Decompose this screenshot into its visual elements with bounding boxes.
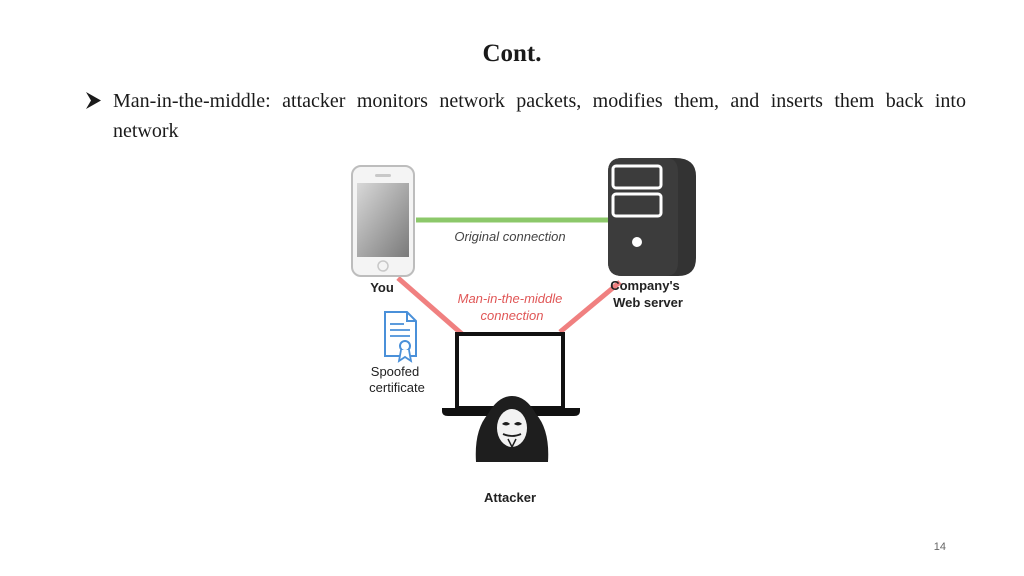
certificate-icon <box>384 311 417 363</box>
slide-title: Cont. <box>482 40 542 67</box>
mitm-line-right <box>558 280 622 334</box>
you-label: You <box>370 280 394 295</box>
arrow-bullet-icon <box>86 92 101 109</box>
mitm-label-line2: connection <box>481 308 544 323</box>
server-label-line1: Company's <box>610 278 680 293</box>
bullet-item: Man-in-the-middle: attacker monitors net… <box>84 86 966 146</box>
mitm-label-line1: Man-in-the-middle <box>458 291 563 306</box>
certificate-label-line2: certificate <box>369 380 425 395</box>
server-label-line2: Web server <box>613 295 683 310</box>
smartphone-icon <box>351 165 415 277</box>
hacker-icon <box>475 396 549 462</box>
attacker-label: Attacker <box>484 490 536 505</box>
original-connection-label: Original connection <box>454 229 565 244</box>
bullet-text: Man-in-the-middle: attacker monitors net… <box>113 90 966 142</box>
server-icon <box>608 158 696 276</box>
certificate-label-line1: Spoofed <box>371 364 419 379</box>
page-number: 14 <box>933 541 946 553</box>
mitm-line-left <box>396 276 464 336</box>
